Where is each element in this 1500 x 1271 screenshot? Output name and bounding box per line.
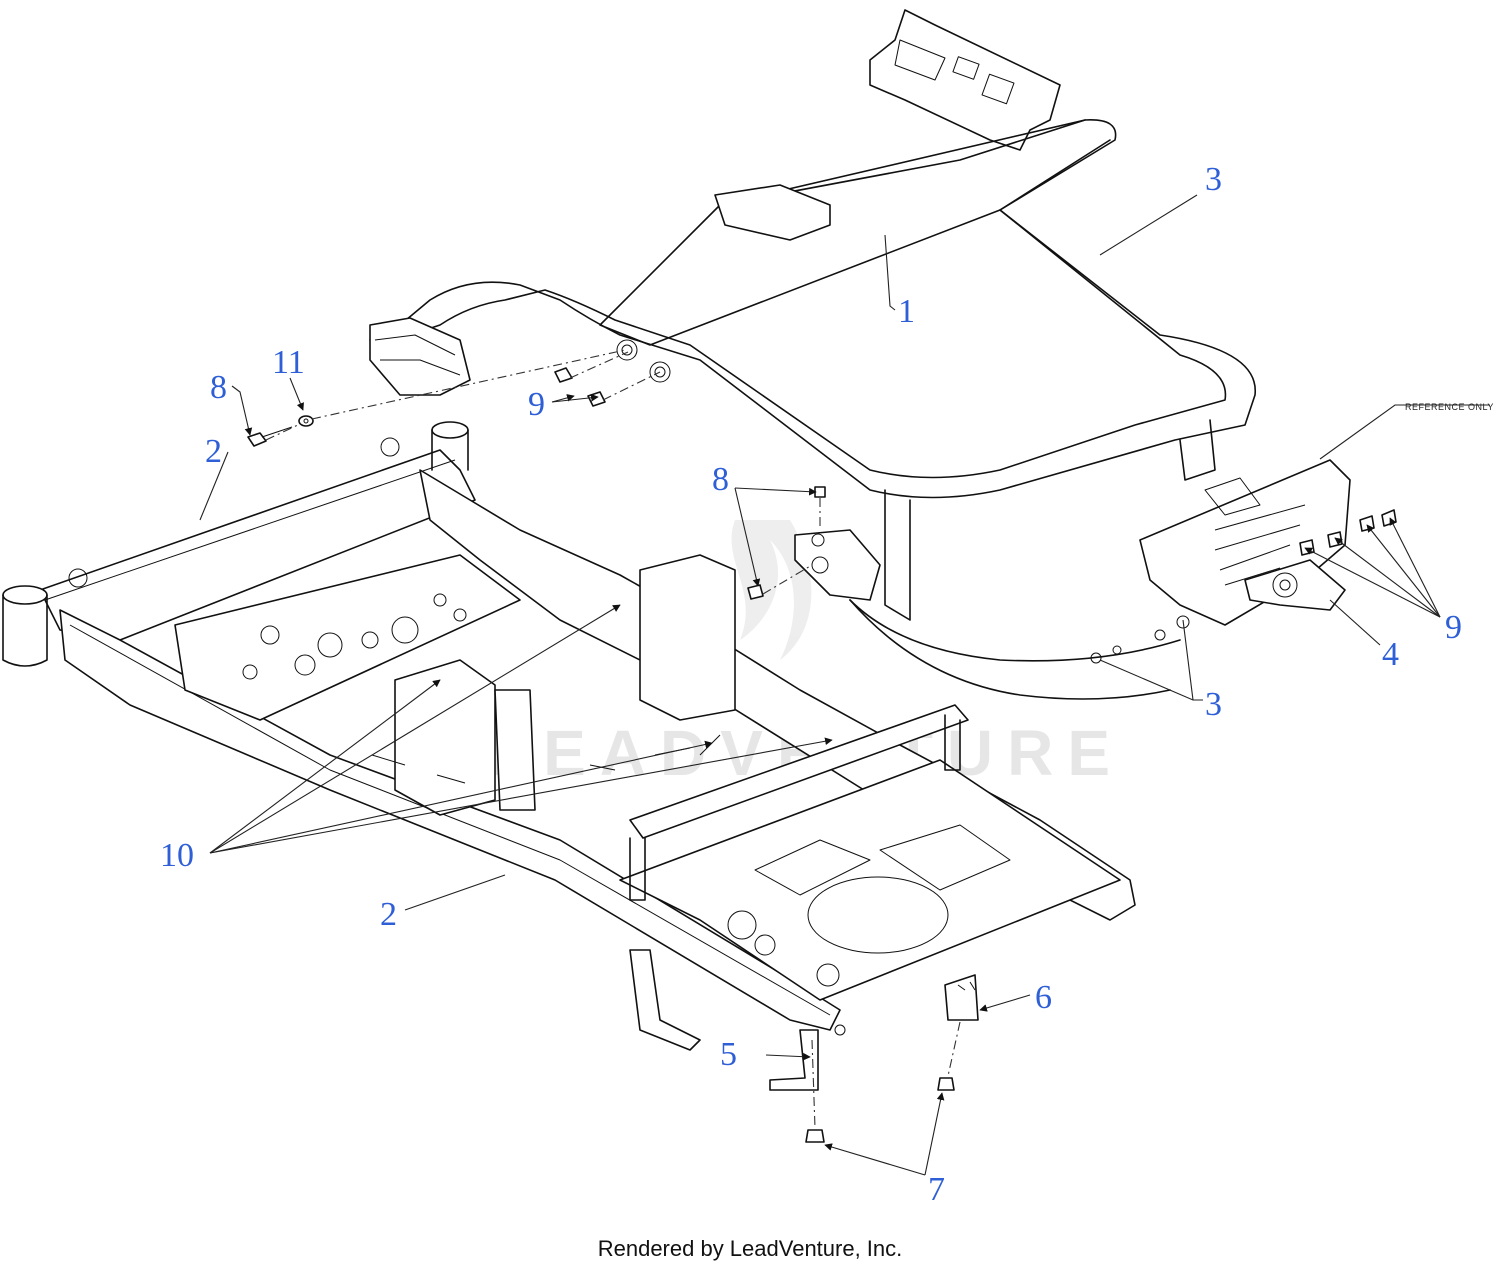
callout-2-rear: 2 [205,433,222,470]
mount-bracket-part-4 [1090,459,1351,664]
callout-8-center: 8 [712,461,729,498]
leader-lines [199,194,1490,1176]
credit-text: Rendered by LeadVenture, Inc. [597,1236,903,1261]
callout-4: 4 [1382,636,1399,673]
callout-8-left: 8 [210,369,227,406]
callout-3-top: 3 [1205,161,1222,198]
callout-9-right: 9 [1445,609,1462,646]
callout-11: 11 [272,344,305,381]
chassis-frame-part-2 [2,421,1136,1051]
bolts-part-7 [805,1077,955,1143]
bracket-part-5 [769,1024,846,1091]
callout-7: 7 [928,1171,945,1208]
seat-frame-part-1 [369,9,1256,700]
callout-9-left: 9 [528,386,545,423]
reference-only-note: REFERENCE ONLY [1405,402,1494,412]
callout-1: 1 [898,293,915,330]
callout-6: 6 [1035,979,1052,1016]
callouts: 1 2 2 3 3 4 5 6 7 8 8 9 9 10 11 REFERENC… [160,161,1494,1208]
bracket-part-6 [944,974,979,1021]
callout-10: 10 [160,837,194,874]
callout-5: 5 [720,1036,737,1073]
callout-2-front: 2 [380,896,397,933]
assembly-lines [265,349,961,1129]
callout-3-lower: 3 [1205,686,1222,723]
